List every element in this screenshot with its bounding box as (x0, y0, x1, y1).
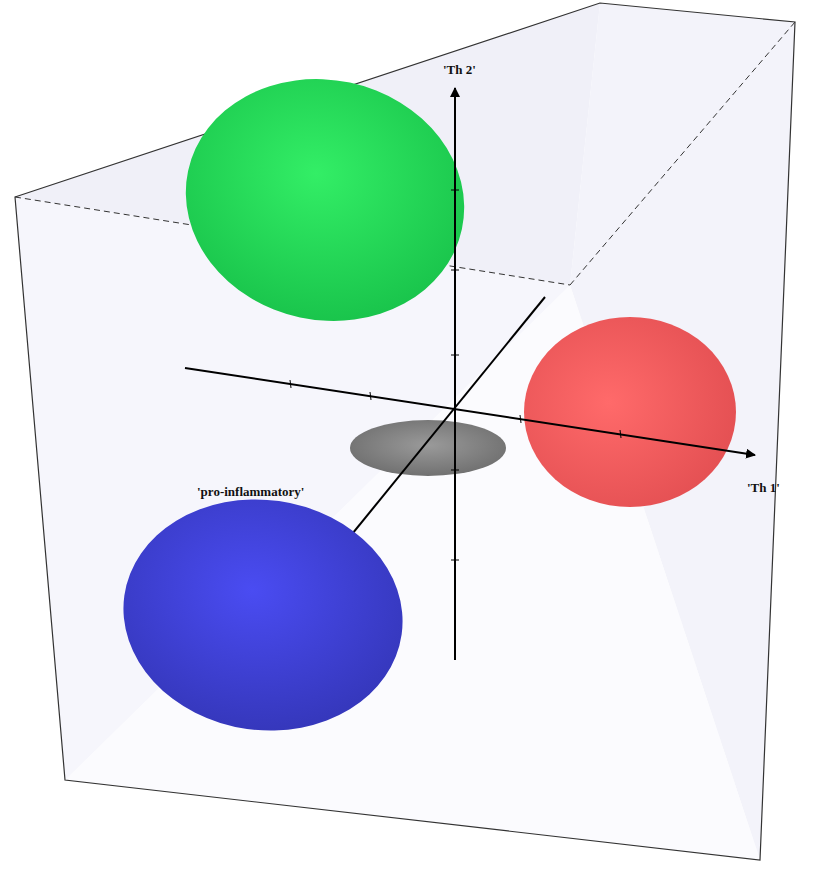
axis-label: 'pro-inflammatory' (197, 484, 304, 500)
axis-label: 'Th 1' (747, 480, 780, 496)
axis-label: 'Th 2' (443, 62, 476, 78)
